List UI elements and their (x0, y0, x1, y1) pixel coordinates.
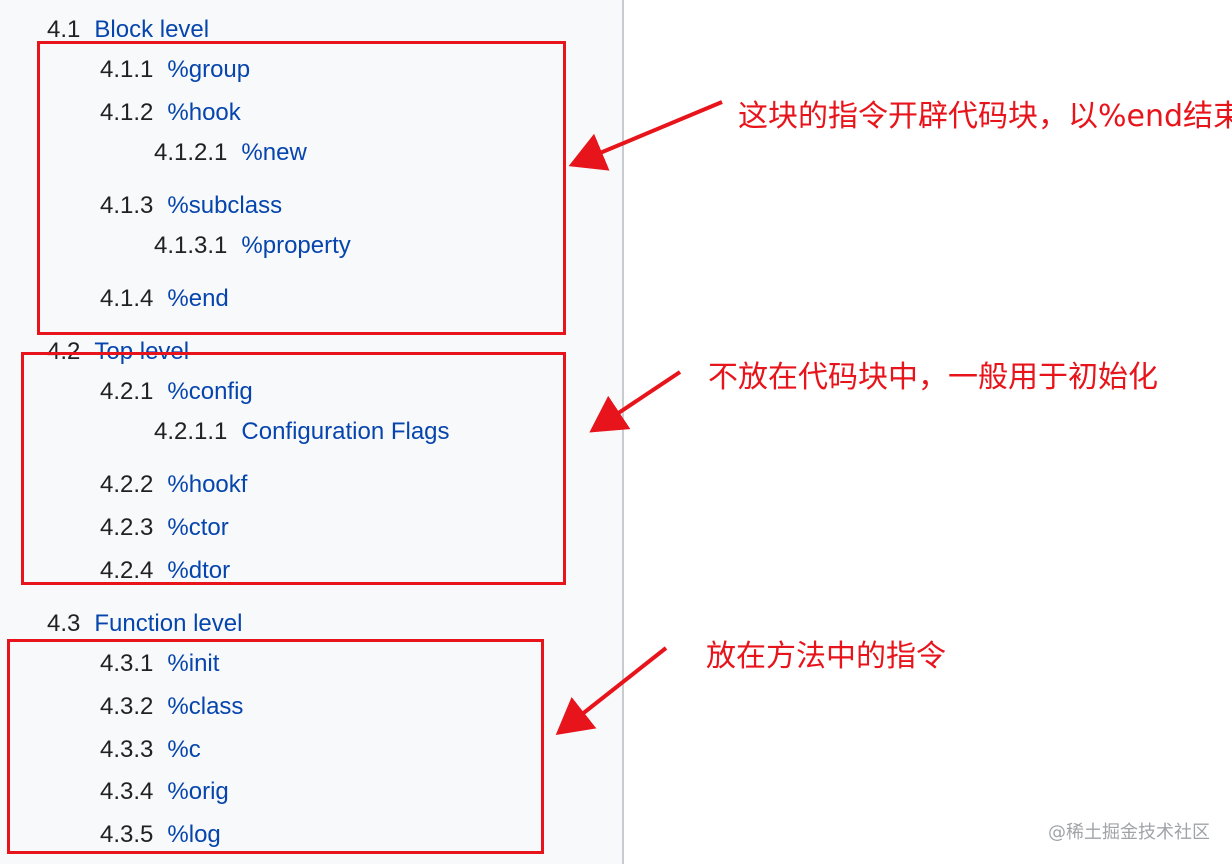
toc-item-4-1-3-1[interactable]: 4.1.3.1 %property (154, 231, 351, 261)
toc-link[interactable]: Configuration Flags (241, 418, 450, 445)
toc-number: 4.2.1 (100, 378, 154, 405)
toc-item-4-2-1-1[interactable]: 4.2.1.1 Configuration Flags (154, 417, 450, 447)
toc-link[interactable]: Function level (94, 610, 243, 637)
annotation-function-level: 放在方法中的指令 (706, 639, 946, 674)
toc-number: 4.2 (47, 338, 81, 365)
toc-number: 4.3.4 (100, 778, 154, 805)
toc-item-4-3[interactable]: 4.3 Function level (47, 609, 242, 639)
toc-number: 4.3.3 (100, 736, 154, 763)
annotation-block-level: 这块的指令开辟代码块，以%end结束 (738, 99, 1232, 134)
toc-link[interactable]: %c (167, 736, 201, 763)
toc-item-4-1-1[interactable]: 4.1.1 %group (100, 55, 250, 85)
toc-number: 4.1.3 (100, 192, 154, 219)
toc-number: 4.3 (47, 610, 81, 637)
toc-number: 4.2.1.1 (154, 418, 228, 445)
toc-number: 4.1.4 (100, 285, 154, 312)
toc-link[interactable]: %dtor (167, 557, 231, 584)
toc-item-4-2-1[interactable]: 4.2.1 %config (100, 377, 253, 407)
top-level-highlight-box (21, 352, 566, 585)
toc-link[interactable]: %init (167, 650, 220, 677)
toc-link[interactable]: %class (167, 693, 244, 720)
toc-link[interactable]: %end (167, 285, 229, 312)
toc-number: 4.1.2.1 (154, 139, 228, 166)
toc-link[interactable]: %subclass (167, 192, 283, 219)
toc-link[interactable]: %hookf (167, 471, 248, 498)
block-level-highlight-box (37, 41, 566, 335)
toc-link[interactable]: %orig (167, 778, 229, 805)
toc-link[interactable]: %new (241, 139, 307, 166)
toc-item-4-3-3[interactable]: 4.3.3 %c (100, 735, 201, 765)
toc-link[interactable]: %ctor (167, 514, 229, 541)
toc-item-4-1[interactable]: 4.1 Block level (47, 15, 209, 45)
toc-number: 4.1 (47, 16, 81, 43)
toc-link[interactable]: %hook (167, 99, 241, 126)
toc-number: 4.1.3.1 (154, 232, 228, 259)
toc-item-4-2[interactable]: 4.2 Top level (47, 337, 189, 367)
function-level-highlight-box (7, 639, 544, 854)
toc-item-4-3-2[interactable]: 4.3.2 %class (100, 692, 243, 722)
toc-link[interactable]: %config (167, 378, 253, 405)
toc-number: 4.3.1 (100, 650, 154, 677)
toc-partial-heading: 4 (47, 0, 60, 8)
toc-link[interactable]: Top level (94, 338, 190, 365)
toc-item-4-2-3[interactable]: 4.2.3 %ctor (100, 513, 229, 543)
toc-item-4-1-4[interactable]: 4.1.4 %end (100, 284, 229, 314)
watermark: @稀土掘金技术社区 (1048, 822, 1210, 843)
toc-item-4-2-4[interactable]: 4.2.4 %dtor (100, 556, 230, 586)
toc-item-4-2-2[interactable]: 4.2.2 %hookf (100, 470, 247, 500)
toc-item-4-3-5[interactable]: 4.3.5 %log (100, 820, 221, 850)
toc-number: 4.2.4 (100, 557, 154, 584)
annotation-top-level: 不放在代码块中，一般用于初始化 (708, 360, 1158, 395)
toc-link[interactable]: Block level (94, 16, 210, 43)
toc-item-4-1-2[interactable]: 4.1.2 %hook (100, 98, 241, 128)
toc-number: 4.2.3 (100, 514, 154, 541)
toc-link[interactable]: %property (241, 232, 351, 259)
toc-item-4-1-3[interactable]: 4.1.3 %subclass (100, 191, 282, 221)
toc-number: 4.3.2 (100, 693, 154, 720)
toc-link[interactable]: %log (167, 821, 221, 848)
toc-link[interactable]: %group (167, 56, 251, 83)
toc-number: 4.1.2 (100, 99, 154, 126)
toc-number: 4.1.1 (100, 56, 154, 83)
toc-item-4-3-4[interactable]: 4.3.4 %orig (100, 777, 229, 807)
toc-number: 4.2.2 (100, 471, 154, 498)
toc-item-4-3-1[interactable]: 4.3.1 %init (100, 649, 219, 679)
toc-item-4-1-2-1[interactable]: 4.1.2.1 %new (154, 138, 307, 168)
toc-number: 4.3.5 (100, 821, 154, 848)
